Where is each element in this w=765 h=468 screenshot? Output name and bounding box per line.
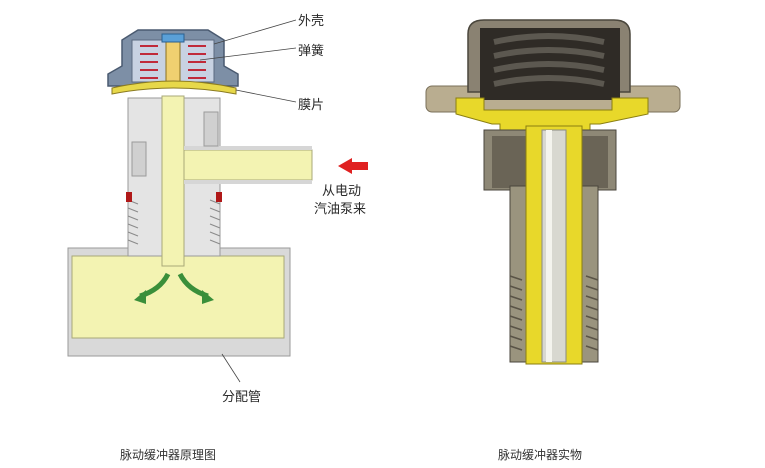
label-spring: 弹簧 <box>298 44 325 59</box>
damper-body <box>126 95 313 267</box>
label-diaphragm: 膜片 <box>298 98 325 113</box>
schematic-caption: 脉动缓冲器原理图 <box>120 448 217 462</box>
label-inlet-line2: 汽油泵来 <box>314 202 367 217</box>
label-housing: 外壳 <box>298 14 325 29</box>
leader-lines <box>199 19 297 383</box>
photo-caption: 脉动缓冲器实物 <box>498 448 583 462</box>
label-fuel-rail: 分配管 <box>222 390 262 405</box>
label-inlet-line1: 从电动 <box>322 184 362 199</box>
inlet-arrow <box>338 158 368 174</box>
damper-housing <box>107 29 239 95</box>
